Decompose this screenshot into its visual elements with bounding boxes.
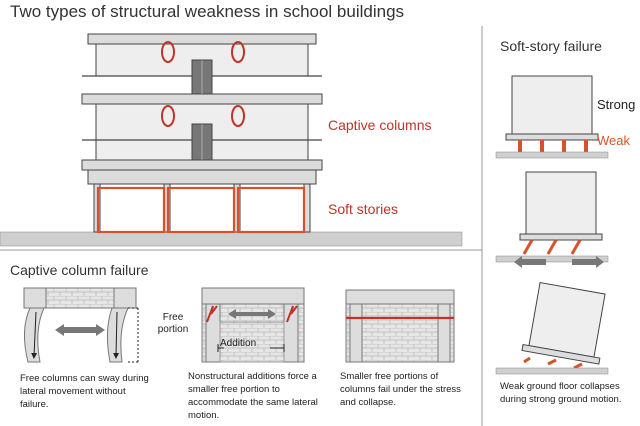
weak-label: Weak: [597, 133, 630, 148]
soft-story-frame: [236, 186, 306, 234]
caption-nonstructural-additions: Nonstructural additions force a smaller …: [188, 371, 318, 421]
soft-story-panel-2: [495, 171, 609, 268]
captive-marker: [231, 41, 245, 63]
caption-smaller-free-portions: Smaller free portions of columns fail un…: [340, 371, 461, 408]
soft-story-panel-3: [495, 282, 609, 375]
captive-panel-1: [23, 287, 139, 363]
caption-soft-story-collapse: Weak ground floor collapses during stron…: [500, 381, 622, 405]
soft-story-section-heading: Soft-story failure: [500, 38, 602, 54]
soft-stories-label: Soft stories: [328, 201, 399, 217]
captive-columns-label: Captive columns: [328, 117, 432, 133]
strong-label: Strong: [597, 97, 636, 112]
caption-free-columns: Free columns can sway during lateral mov…: [20, 373, 149, 410]
captive-marker: [161, 41, 175, 63]
captive-section-heading: Captive column failure: [10, 262, 149, 278]
captive-panel-2: [201, 287, 305, 363]
addition-label: Addition: [220, 338, 257, 349]
main-building: [0, 33, 463, 247]
page-title: Two types of structural weakness in scho…: [10, 2, 405, 21]
captive-marker: [161, 105, 175, 127]
captive-panel-3: [345, 289, 455, 363]
free-portion-label: Free portion: [157, 312, 189, 335]
soft-story-frame: [96, 186, 166, 234]
soft-story-frame: [166, 186, 236, 234]
soft-story-panel-1: [495, 75, 609, 159]
captive-marker: [231, 105, 245, 127]
